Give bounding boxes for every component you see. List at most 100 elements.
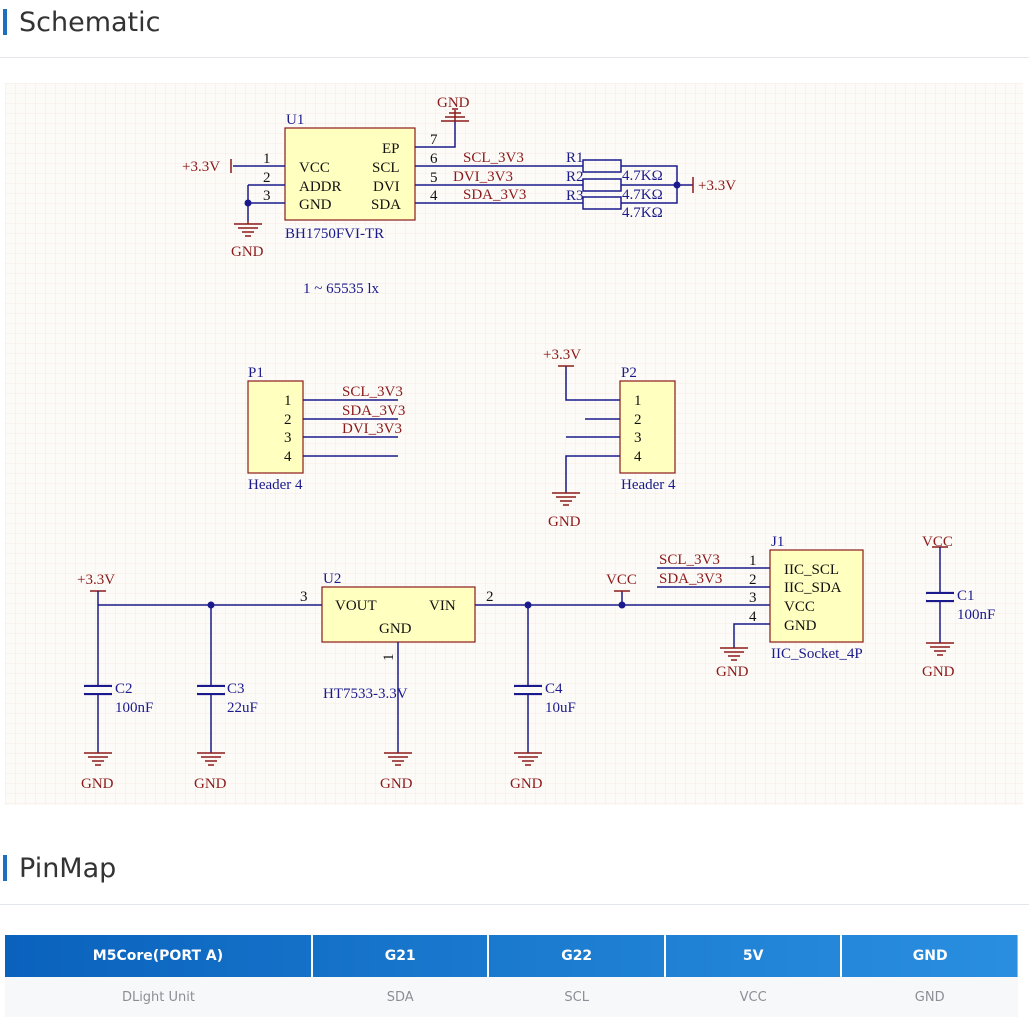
j1-pin-sda: IIC_SDA bbox=[784, 580, 842, 596]
u1-pin-scl: SCL bbox=[372, 160, 400, 176]
c2-value: 100nF bbox=[115, 700, 153, 716]
c1-ref: C1 bbox=[957, 588, 975, 604]
u1-pinnum-4: 4 bbox=[430, 188, 438, 204]
u1-pin-dvi: DVI bbox=[373, 179, 400, 195]
u1-vcc-label: +3.3V bbox=[182, 159, 220, 175]
c1-vcc-label: VCC bbox=[922, 534, 953, 550]
r3-ref: R3 bbox=[566, 188, 584, 204]
c3-gnd-label: GND bbox=[194, 776, 227, 792]
p2-vcc-label: +3.3V bbox=[543, 347, 581, 363]
schematic-divider bbox=[0, 57, 1029, 58]
schematic-title: Schematic bbox=[19, 6, 161, 38]
heading-accent-bar bbox=[3, 855, 7, 881]
j1-pinnum-3: 3 bbox=[749, 590, 757, 606]
u1-pinnum-3: 3 bbox=[263, 188, 271, 204]
u1-part: BH1750FVI-TR bbox=[285, 226, 384, 242]
c2-ref: C2 bbox=[115, 681, 133, 697]
heading-accent-bar bbox=[3, 9, 7, 35]
pinmap-cell: VCC bbox=[664, 977, 842, 1017]
net-sda-p1: SDA_3V3 bbox=[342, 403, 405, 419]
u1-pinnum-2: 2 bbox=[263, 170, 271, 186]
u1-pin-ep: EP bbox=[382, 141, 400, 157]
r3-value: 4.7KΩ bbox=[622, 205, 663, 221]
net-sda-u1: SDA_3V3 bbox=[463, 187, 526, 203]
pinmap-cell: GND bbox=[841, 977, 1018, 1017]
c3-value: 22uF bbox=[227, 700, 258, 716]
p1-body bbox=[247, 380, 304, 474]
u2-pin-gnd: GND bbox=[379, 621, 412, 637]
c4-gnd-label: GND bbox=[510, 776, 543, 792]
net-dvi-u1: DVI_3V3 bbox=[453, 169, 513, 185]
c4-ref: C4 bbox=[545, 681, 563, 697]
u1-pinnum-1: 1 bbox=[263, 151, 271, 167]
p1-part: Header 4 bbox=[248, 477, 303, 493]
c2-gnd-label: GND bbox=[81, 776, 114, 792]
u2-gnd-label: GND bbox=[380, 776, 413, 792]
pinmap-header-cell: G21 bbox=[311, 935, 490, 977]
pinmap-heading: PinMap bbox=[0, 846, 116, 890]
p2-body bbox=[619, 380, 676, 474]
j1-pin-gnd: GND bbox=[784, 618, 817, 634]
j1-pinnum-1: 1 bbox=[749, 553, 757, 569]
p2-part: Header 4 bbox=[621, 477, 676, 493]
u1-range: 1 ~ 65535 lx bbox=[303, 281, 380, 297]
u1-pin-gnd: GND bbox=[299, 197, 332, 213]
u1-pin-vcc: VCC bbox=[299, 160, 330, 176]
p1-pin-1: 1 bbox=[284, 393, 292, 409]
p2-gnd-label: GND bbox=[548, 514, 581, 530]
u1-pinnum-7: 7 bbox=[430, 132, 438, 148]
c3-ref: C3 bbox=[227, 681, 245, 697]
j1-gnd-label: GND bbox=[716, 664, 749, 680]
u2-pinnum-1: 1 bbox=[381, 654, 397, 662]
u2-part: HT7533-3.3V bbox=[323, 686, 408, 702]
j1-ref: J1 bbox=[771, 534, 784, 550]
c4-value: 10uF bbox=[545, 700, 576, 716]
u2-pinnum-2: 2 bbox=[486, 589, 494, 605]
u2-ref: U2 bbox=[323, 571, 341, 587]
p2-pin-4: 4 bbox=[634, 449, 642, 465]
pinmap-divider bbox=[0, 904, 1029, 905]
u1-body bbox=[284, 127, 416, 221]
net-sda-j1: SDA_3V3 bbox=[659, 571, 722, 587]
net-scl-j1: SCL_3V3 bbox=[659, 552, 720, 568]
pinmap-header-cell: M5Core(PORT A) bbox=[5, 935, 313, 977]
schematic-diagram: U1 BH1750FVI-TR 1 ~ 65535 lx VCC ADDR GN… bbox=[5, 83, 1023, 805]
r2-ref: R2 bbox=[566, 169, 584, 185]
pinmap-header-cell: GND bbox=[912, 948, 948, 964]
p1-pin-2: 2 bbox=[284, 412, 292, 428]
j1-pinnum-2: 2 bbox=[749, 572, 757, 588]
u2-vin-net: VCC bbox=[606, 572, 637, 588]
pinmap-cell: SDA bbox=[311, 977, 489, 1017]
net-dvi-p1: DVI_3V3 bbox=[342, 421, 402, 437]
r1-value: 4.7KΩ bbox=[622, 168, 663, 184]
u2-pin-vout: VOUT bbox=[335, 598, 377, 614]
p1-ref: P1 bbox=[248, 365, 264, 381]
p2-pin-2: 2 bbox=[634, 412, 642, 428]
u1-ref: U1 bbox=[286, 112, 304, 128]
pinmap-table: M5Core(PORT A) G21 G22 5V GND DLight Uni… bbox=[5, 935, 1018, 1017]
p2-ref: P2 bbox=[621, 365, 637, 381]
table-row: DLight Unit SDA SCL VCC GND bbox=[5, 977, 1018, 1017]
p2-pin-3: 3 bbox=[634, 430, 642, 446]
schematic-heading: Schematic bbox=[0, 0, 161, 44]
c1-gnd-label: GND bbox=[922, 664, 955, 680]
r-vcc-label: +3.3V bbox=[698, 178, 736, 194]
pinmap-header-cell: 5V bbox=[664, 935, 843, 977]
u2-pin-vin: VIN bbox=[429, 598, 456, 614]
p2-pin-1: 1 bbox=[634, 393, 642, 409]
j1-pinnum-4: 4 bbox=[749, 609, 757, 625]
r2-value: 4.7KΩ bbox=[622, 187, 663, 203]
u1-pin-sda: SDA bbox=[371, 197, 401, 213]
u1-gnd-label: GND bbox=[231, 244, 264, 260]
r1-ref: R1 bbox=[566, 150, 584, 166]
p1-pin-3: 3 bbox=[284, 430, 292, 446]
c1-value: 100nF bbox=[957, 607, 995, 623]
ep-gnd-label: GND bbox=[437, 95, 470, 111]
u1-pinnum-5: 5 bbox=[430, 170, 438, 186]
p1-pin-4: 4 bbox=[284, 449, 292, 465]
j1-pin-scl: IIC_SCL bbox=[784, 562, 839, 578]
pinmap-header-row: M5Core(PORT A) G21 G22 5V GND bbox=[5, 935, 1018, 977]
pinmap-cell: SCL bbox=[488, 977, 665, 1017]
j1-body bbox=[769, 549, 864, 643]
j1-pin-vcc: VCC bbox=[784, 599, 815, 615]
